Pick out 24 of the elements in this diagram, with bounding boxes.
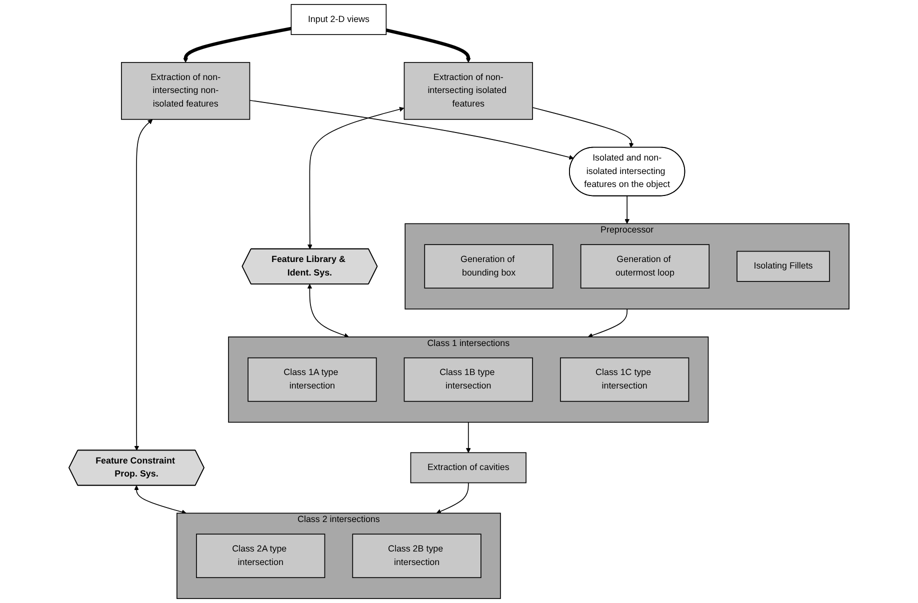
arrow	[588, 308, 628, 338]
arrow	[249, 100, 574, 160]
node-box: Extraction of non-intersecting isolated features	[404, 62, 533, 120]
node-box: Class 1B type intersection	[404, 357, 533, 402]
node-box: Extraction of cavities	[410, 452, 526, 484]
node-box: Class 1C type intersection	[560, 357, 690, 402]
arrow	[466, 422, 471, 453]
node-box: Generation of bounding box	[424, 244, 554, 289]
node-box: Isolating Fillets	[736, 250, 830, 282]
arrow	[532, 107, 634, 148]
arrow	[308, 106, 404, 250]
arrow	[624, 195, 630, 224]
node-box: Extraction of non-intersecting non-isolated features	[121, 62, 250, 120]
arrow	[183, 26, 292, 63]
node-box: Input 2-D views	[290, 4, 387, 35]
arrow	[307, 284, 349, 338]
node-box: Generation of outermost loop	[580, 244, 710, 289]
arrow	[436, 482, 469, 514]
node-box: Class 1A type intersection	[248, 357, 377, 402]
arrow	[386, 28, 471, 63]
node-box: Class 2A type intersection	[196, 534, 326, 578]
arrow	[134, 119, 153, 451]
arrow	[134, 485, 186, 514]
node-box: Class 2B type intersection	[352, 534, 482, 578]
